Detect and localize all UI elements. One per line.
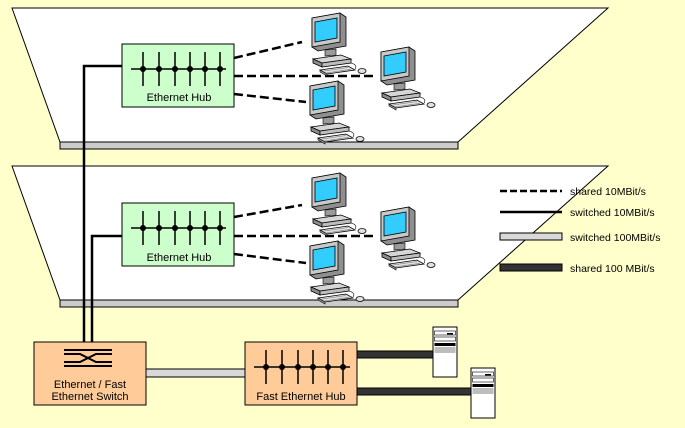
legend-item-shared-10: shared 10MBit/s <box>500 186 646 198</box>
floor-bottom-edge <box>59 299 459 308</box>
legend-label: shared 10MBit/s <box>570 186 646 198</box>
link-switch-to-fast-hub <box>145 368 246 378</box>
floor-top <box>11 7 610 150</box>
legend-label: shared 100 MBit/s <box>570 263 655 275</box>
server-1 <box>432 326 458 378</box>
switch-crossover-icon <box>64 349 112 367</box>
legend-item-switched-10: switched 10MBit/s <box>500 207 655 219</box>
link-fast-hub-server-2 <box>356 387 472 396</box>
hub-top: Ethernet Hub <box>121 43 235 108</box>
uplink-bottom-hub <box>90 234 122 342</box>
legend-label: switched 100MBit/s <box>570 232 660 244</box>
legend-item-switched-100: switched 100MBit/s <box>499 232 660 244</box>
switch-label-line2: Ethernet Switch <box>51 391 128 403</box>
links-bottom-shared <box>233 203 376 265</box>
legend: shared 10MBit/s switched 10MBit/s switch… <box>499 186 660 275</box>
links-top-shared <box>233 40 376 104</box>
link-fast-hub-server-1 <box>356 350 434 359</box>
legend-swatch-dark-bar <box>499 263 563 272</box>
floor-top-edge <box>59 141 459 150</box>
legend-swatch-light-bar <box>499 232 563 241</box>
legend-item-shared-100: shared 100 MBit/s <box>499 263 655 275</box>
hub-bottom-label: Ethernet Hub <box>147 252 212 264</box>
ethernet-switch: Ethernet / Fast Ethernet Switch <box>33 341 147 406</box>
uplinks-switched-10 <box>82 64 122 342</box>
floor-top-plane <box>11 7 610 143</box>
fast-ethernet-hub: Fast Ethernet Hub <box>244 341 358 406</box>
uplink-top-hub <box>82 64 122 342</box>
hub-bottom: Ethernet Hub <box>121 202 235 267</box>
fast-hub-label: Fast Ethernet Hub <box>256 391 345 403</box>
hub-top-label: Ethernet Hub <box>147 92 212 104</box>
server-2 <box>470 367 496 419</box>
legend-label: switched 10MBit/s <box>570 207 655 219</box>
switch-label-line1: Ethernet / Fast <box>54 379 126 391</box>
